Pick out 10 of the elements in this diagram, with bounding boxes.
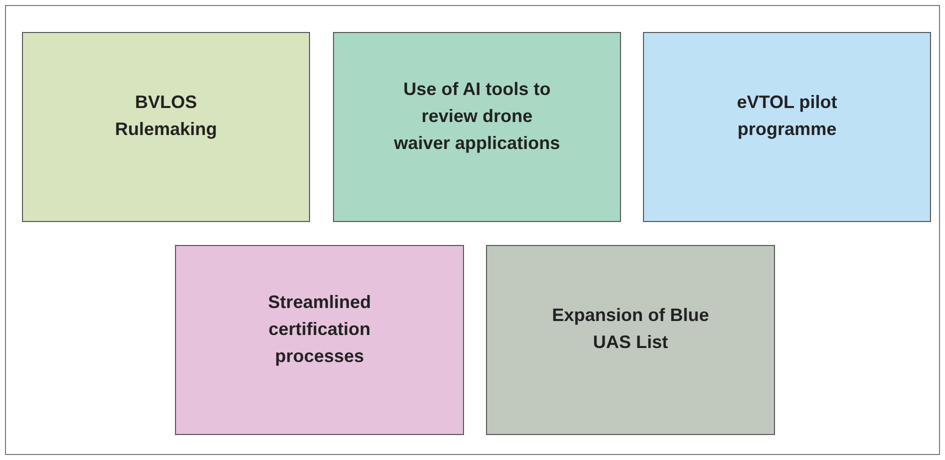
topic-text: Streamlined certification processes (266, 290, 372, 368)
topic-box (333, 32, 621, 222)
topic-text: Expansion of Blue UAS List (550, 304, 710, 354)
topic-box (486, 245, 775, 435)
topic-box (643, 32, 931, 222)
topic-box (175, 245, 464, 435)
topic-text: eVTOL pilot programme (736, 91, 838, 141)
topic-text: Use of AI tools to review drone waiver applications (392, 78, 562, 155)
topic-text: BVLOS Rulemaking (114, 91, 218, 141)
topic-box (22, 32, 310, 222)
